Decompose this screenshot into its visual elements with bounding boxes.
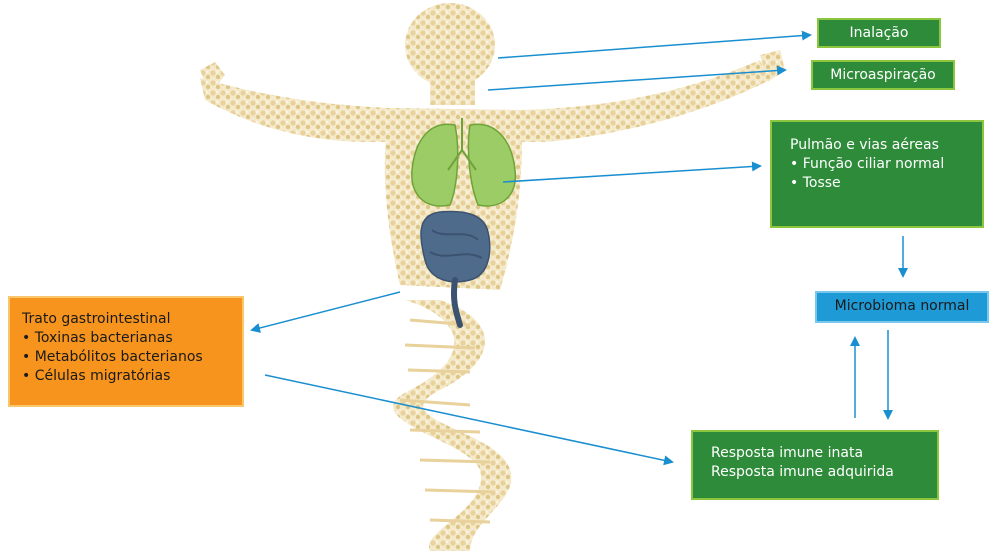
immune-acquired: Resposta imune adquirida [711,463,937,482]
lungs-title: Pulmão e vias aéreas [790,136,982,155]
immune-innate: Resposta imune inata [711,444,937,463]
immune-response-box: Resposta imune inata Resposta imune adqu… [691,430,939,500]
arrow-to-lungs-box [503,166,760,182]
lungs-item-cilia: • Função ciliar normal [790,155,982,174]
lungs-airways-box: Pulmão e vias aéreas • Função ciliar nor… [770,120,984,228]
microbiome-label: Microbioma normal [817,293,987,320]
microaspiration-label: Microaspiração [813,62,953,88]
microaspiration-box: Microaspiração [811,60,955,90]
microbiome-box: Microbioma normal [815,291,989,323]
inhalation-label: Inalação [819,20,939,46]
gut-item-migratory-cells: • Células migratórias [22,367,242,386]
flow-arrows [252,35,903,462]
gut-item-toxins: • Toxinas bacterianas [22,329,242,348]
gut-item-metabolites: • Metabólitos bacterianos [22,348,242,367]
gut-title: Trato gastrointestinal [22,310,242,329]
arrow-to-gut-box [252,292,400,330]
lungs-item-cough: • Tosse [790,174,982,193]
gastrointestinal-box: Trato gastrointestinal • Toxinas bacteri… [8,296,244,407]
inhalation-box: Inalação [817,18,941,48]
